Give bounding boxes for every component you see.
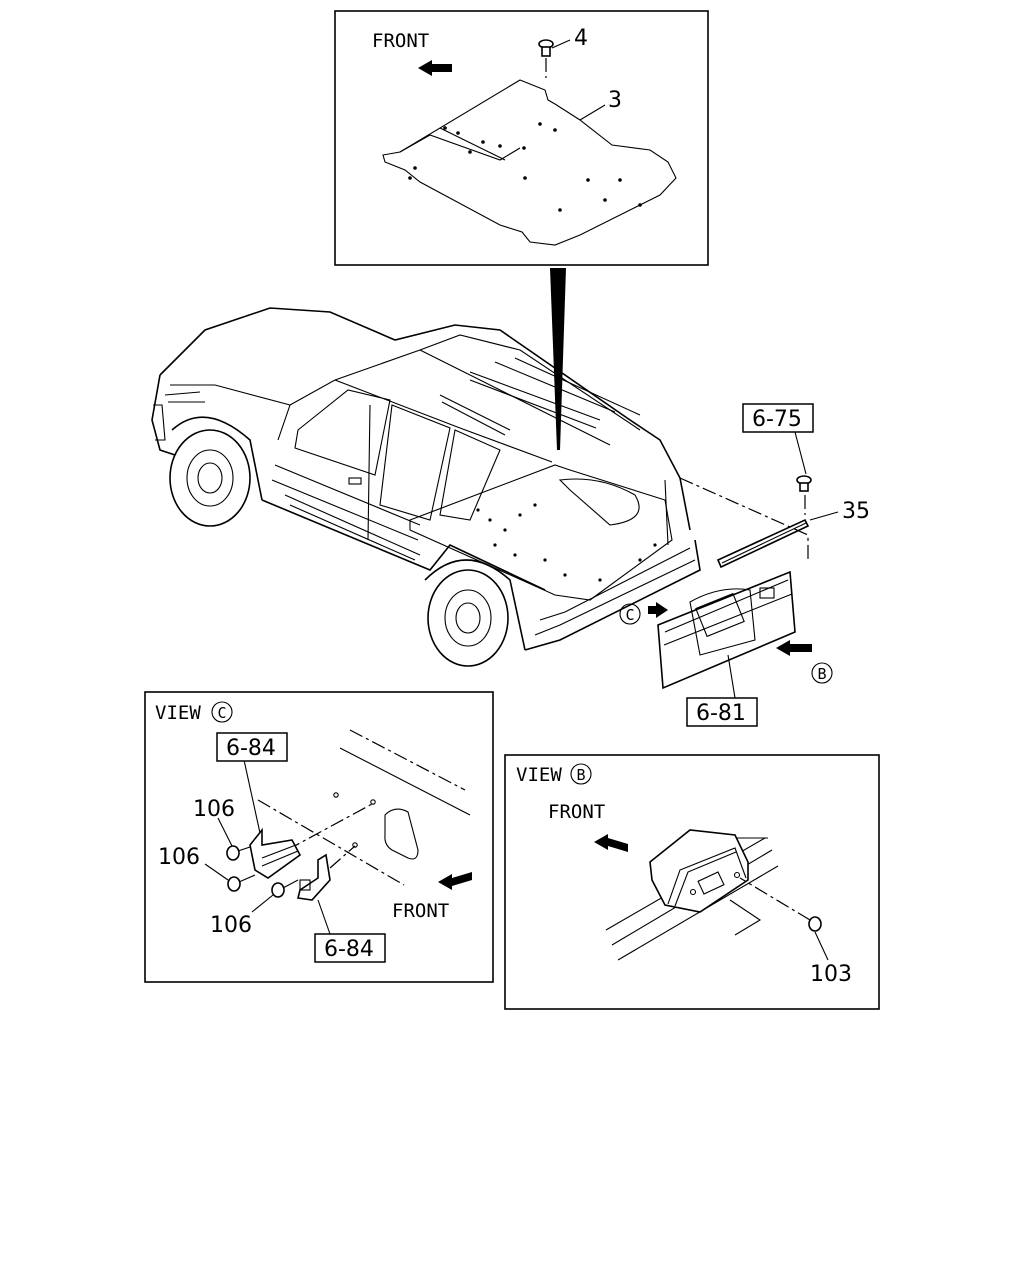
view-c-marker xyxy=(619,603,641,625)
front-label-view-b: FRONT xyxy=(548,801,605,823)
leader-103 xyxy=(814,931,829,961)
callout-3: 3 xyxy=(608,88,622,113)
inset-frame xyxy=(334,10,709,266)
callout-106-a: 106 xyxy=(193,797,235,822)
view-c-arrow-icon xyxy=(648,602,668,618)
callout-106-b: 106 xyxy=(158,845,200,870)
ref-box-6-81 xyxy=(686,697,758,727)
floor-panel-rib xyxy=(399,134,521,161)
leader-3 xyxy=(579,104,606,121)
callout-4: 4 xyxy=(574,26,588,51)
view-b-marker xyxy=(811,662,833,684)
screw-103 xyxy=(739,877,822,932)
leader-35 xyxy=(809,511,839,521)
ref-box-6-84-bottom xyxy=(314,933,386,963)
front-arrow-icon xyxy=(418,60,452,76)
screw-106 xyxy=(226,845,251,861)
leader-6-84-top xyxy=(243,759,261,834)
floor-panel-inset: FRONT 4 3 xyxy=(334,10,709,266)
floor-panel-holes xyxy=(408,122,642,212)
inset-pointer xyxy=(550,268,566,450)
callout-106-c: 106 xyxy=(210,913,252,938)
view-b-title: VIEW xyxy=(516,764,562,786)
leader-6-84-bottom xyxy=(317,899,331,935)
ref-box-6-75 xyxy=(742,403,814,433)
ref-6-81: 6-81 xyxy=(696,701,746,726)
ref-6-84-bottom: 6-84 xyxy=(324,937,374,962)
ref-box-6-84-top xyxy=(216,732,288,762)
clip-6-75 xyxy=(796,475,812,492)
callout-35: 35 xyxy=(842,499,870,524)
leader-4 xyxy=(551,39,571,49)
floor-panel xyxy=(382,79,677,246)
clip-part-4 xyxy=(538,39,554,78)
view-c-title: VIEW xyxy=(155,702,201,724)
leader-6-75 xyxy=(794,431,807,475)
view-c-inset: VIEW C 6-84 xyxy=(144,691,494,983)
view-b-frame xyxy=(504,754,880,1010)
view-b-marker-letter: B xyxy=(817,665,826,683)
sill-plate-35 xyxy=(716,518,810,569)
screw-106 xyxy=(227,874,256,892)
view-c-title-letter: C xyxy=(217,704,226,722)
ref-6-84-top: 6-84 xyxy=(226,736,276,761)
view-b-title-letter: B xyxy=(576,766,585,784)
screw-106 xyxy=(271,879,299,898)
dashed-guide xyxy=(679,477,809,560)
view-c-frame xyxy=(144,691,494,983)
ref-6-75: 6-75 xyxy=(752,407,802,432)
view-b-inset: VIEW B FRONT 103 xyxy=(504,754,880,1010)
front-label-view-c: FRONT xyxy=(392,900,449,922)
front-label-top: FRONT xyxy=(372,30,429,52)
vehicle-body xyxy=(151,307,701,667)
tailgate-trim xyxy=(657,570,796,690)
leader-6-81 xyxy=(727,654,736,699)
callout-103: 103 xyxy=(810,962,852,987)
view-c-marker-letter: C xyxy=(625,606,634,624)
view-b-arrow-icon xyxy=(776,640,812,656)
floor-panel-rib xyxy=(439,127,506,161)
front-arrow-icon xyxy=(438,872,472,890)
front-arrow-icon xyxy=(594,834,628,852)
